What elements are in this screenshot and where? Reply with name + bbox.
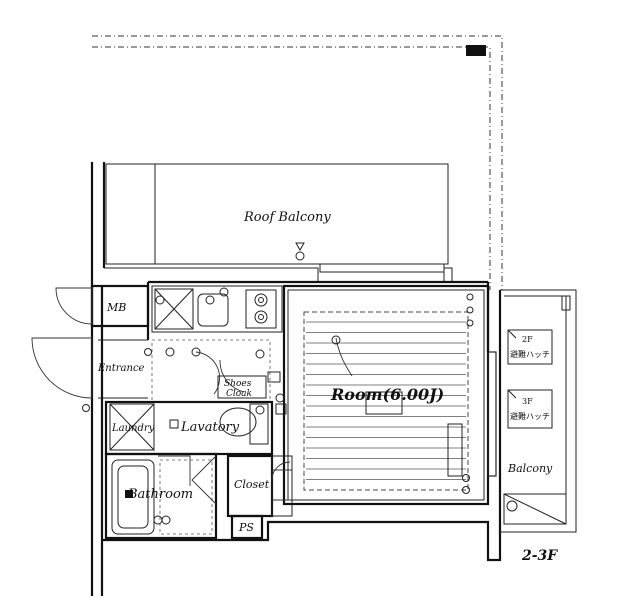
- hatch-3f-bottom: 避難ハッチ: [510, 411, 550, 421]
- closet-label: Closet: [234, 478, 270, 491]
- hatch-2f-bottom: 避難ハッチ: [510, 349, 550, 359]
- kitchen-counter: [151, 285, 283, 333]
- entrance-label: Entrance: [97, 363, 145, 374]
- stove-icon: [245, 289, 277, 329]
- drain-icon: [466, 45, 486, 56]
- room-label: Room(6.00J): [330, 385, 444, 404]
- ps-label: PS: [238, 521, 254, 534]
- outer-walls: [90, 280, 502, 596]
- bathroom: Bathroom: [104, 452, 218, 540]
- lavatory-label: Lavatory: [180, 420, 240, 435]
- room-main: Room(6.00J): [275, 284, 490, 506]
- window-fixtures: [447, 293, 474, 494]
- shoes-cloak-line2: Cloak: [226, 389, 252, 399]
- mb-room: MB: [55, 284, 150, 328]
- roof-balcony-area: Roof Balcony: [90, 162, 489, 292]
- hallway: [151, 339, 271, 403]
- balcony: 2F 避難ハッチ 3F 避難ハッチ Balcony: [487, 289, 577, 533]
- bathroom-label: Bathroom: [127, 487, 193, 502]
- roof-outline: [92, 35, 503, 290]
- faucet-icon: [295, 242, 305, 261]
- laundry-label: Laundry: [111, 423, 155, 434]
- ps-shaft: PS: [230, 514, 264, 540]
- room-floor-grid: [306, 321, 466, 480]
- hatch-2f: 2F 避難ハッチ: [507, 329, 553, 365]
- entrance-door: [31, 337, 93, 399]
- hatch-3f-top: 3F: [522, 397, 533, 406]
- entrance-area: Entrance: [31, 337, 152, 412]
- closet: Closet: [226, 454, 293, 518]
- laundry-lavatory: Laundry Lavatory: [104, 400, 274, 486]
- mb-label: MB: [106, 301, 126, 314]
- balcony-label: Balcony: [507, 462, 553, 475]
- hatch-3f: 3F 避難ハッチ: [507, 389, 553, 429]
- hatch-2f-top: 2F: [522, 335, 533, 344]
- roof-balcony-label: Roof Balcony: [243, 210, 331, 225]
- floor-label: 2-3F: [521, 548, 558, 564]
- shoes-cloak-line1: Shoes: [224, 379, 252, 389]
- shoes-cloak: Shoes Cloak: [217, 371, 281, 399]
